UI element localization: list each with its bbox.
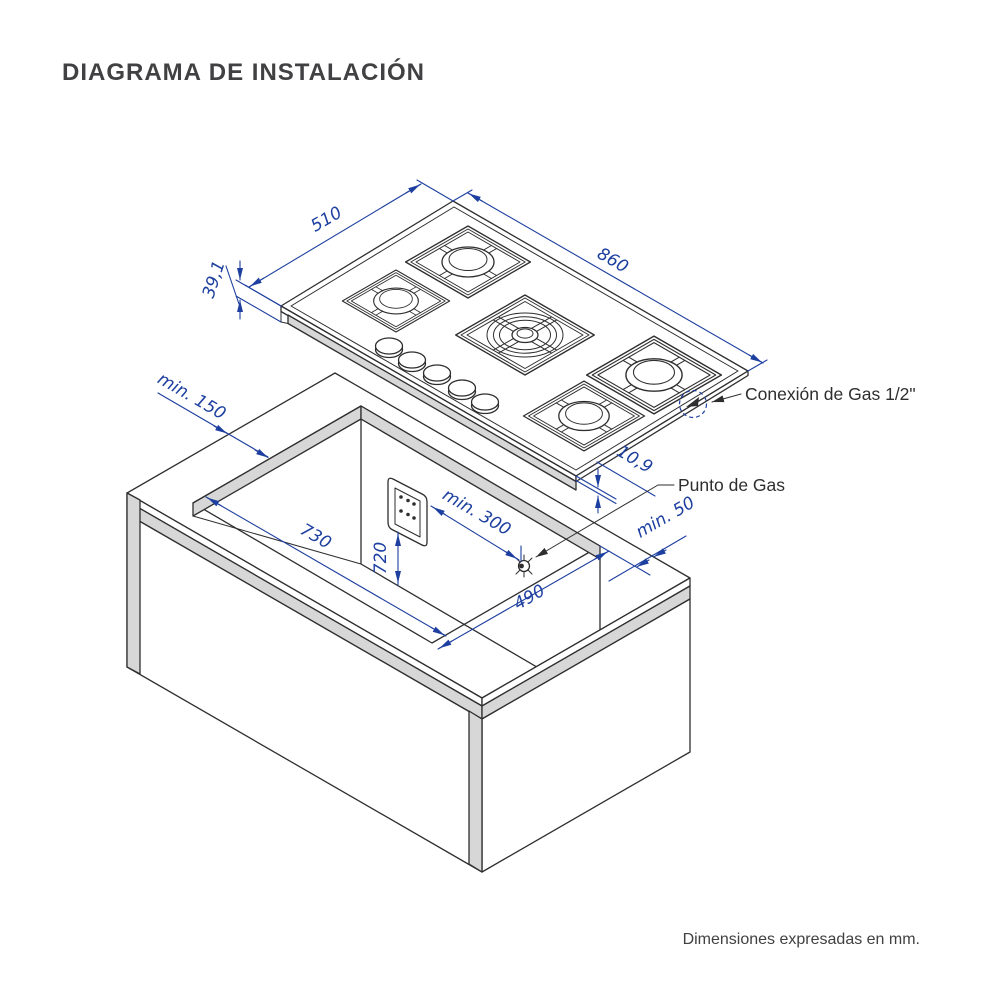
outlet-plate-dots [399, 495, 416, 520]
control-knob [422, 364, 452, 386]
gas-connection-callout: Conexión de Gas 1/2" [711, 384, 916, 404]
footer-note: Dimensiones expresadas en mm. [683, 931, 920, 948]
control-knob [470, 393, 500, 415]
gas-connection-marker [678, 389, 708, 419]
dimension-label-10-9: 10,9 [613, 442, 656, 478]
cooktop-glass-inset [290, 206, 739, 471]
control-knob [374, 337, 404, 359]
right-panel-end-face [468, 710, 483, 873]
gas-connection-stub [686, 397, 699, 407]
left-panel-end-face [126, 492, 141, 675]
cooktop-drawing [280, 200, 749, 491]
gas-point-label: Punto de Gas [678, 475, 785, 495]
control-knob [447, 379, 477, 401]
page-title: DIAGRAMA DE INSTALACIÓN [62, 58, 425, 86]
leader-labels: Conexión de Gas 1/2" Punto de Gas [535, 384, 916, 558]
dimension-label-min-50: min. 50 [633, 493, 699, 543]
dimension-label-510: 510 [307, 203, 345, 237]
dimension-720: 720 [371, 531, 401, 586]
dimension-39-1: 39,1 [199, 258, 282, 323]
gas-point-callout: Punto de Gas [535, 475, 785, 558]
control-knob [397, 351, 427, 373]
cabinet-drawing [126, 372, 691, 873]
gas-connection-label: Conexión de Gas 1/2" [745, 384, 916, 404]
dimension-label-860: 860 [593, 244, 631, 278]
dimension-label-720: 720 [371, 542, 391, 574]
burner-back-left [341, 269, 451, 333]
gas-outlet-plate [387, 477, 428, 547]
dimension-label-730: 730 [296, 520, 334, 554]
dimension-10-9: 10,9 [575, 442, 656, 514]
burner-center-wok [455, 294, 595, 376]
cabinet-inner-floor-edge [192, 515, 362, 565]
gas-point-symbol [515, 554, 533, 578]
dimension-label-39-1: 39,1 [199, 258, 230, 300]
cooktop-body-left [287, 314, 577, 491]
dimension-min-50: min. 50 [599, 493, 699, 582]
gas-connection-circle [678, 389, 708, 419]
